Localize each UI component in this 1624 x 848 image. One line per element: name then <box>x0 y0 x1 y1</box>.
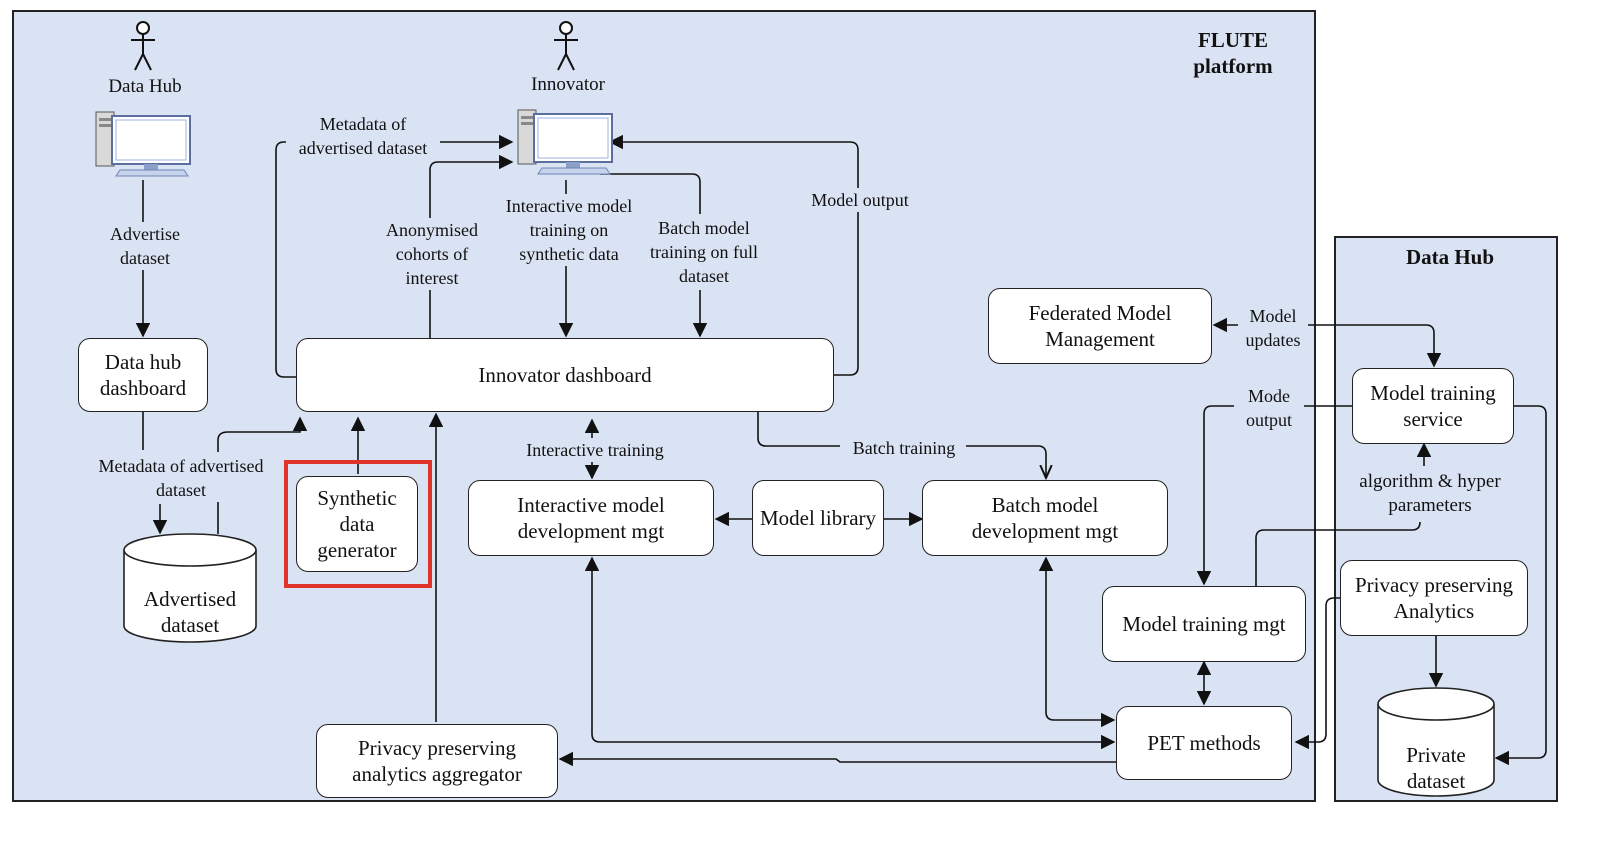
synthetic-data-generator-node: Synthetic data generator <box>296 476 418 572</box>
datahub-dashboard-node: Data hub dashboard <box>78 338 208 412</box>
innovator-actor-label: Innovator <box>520 74 616 96</box>
datahub-panel-title: Data Hub <box>1405 245 1495 269</box>
label-model-updates: Model updates <box>1238 304 1308 352</box>
label-mode-output: Mode output <box>1234 384 1304 432</box>
label-metadata-top: Metadata of advertised dataset <box>286 112 440 160</box>
label-batch-training-full: Batch model training on full dataset <box>644 216 764 288</box>
highlight-box <box>284 460 432 588</box>
datahub-actor-label: Data Hub <box>96 76 194 98</box>
privacy-analytics-aggregator-node: Privacy preserving analytics aggregator <box>316 724 558 798</box>
edge-model-output <box>608 134 859 376</box>
label-advertise-dataset: Advertise dataset <box>100 222 190 270</box>
private-dataset-label: Private dataset <box>1406 743 1466 793</box>
label-interactive-training: Interactive training <box>512 438 678 462</box>
innovator-dashboard-node: Innovator dashboard <box>296 338 834 412</box>
label-interactive-training-synthetic: Interactive model training on synthetic … <box>494 194 644 266</box>
cylinder-private <box>1377 704 1495 797</box>
batch-model-dev-node: Batch model development mgt <box>922 480 1168 556</box>
model-library-node: Model library <box>752 480 884 556</box>
label-batch-training: Batch training <box>842 436 966 460</box>
datahub-actor-icon <box>131 21 155 71</box>
edge-metadata-top <box>275 134 514 378</box>
advertised-dataset-label: Advertised dataset <box>143 587 237 637</box>
model-training-service-node: Model training service <box>1352 368 1514 444</box>
label-anonymised-cohorts: Anonymised cohorts of interest <box>372 218 492 290</box>
edge-anonymised-cohorts <box>429 154 514 218</box>
innovator-computer-icon <box>517 109 613 175</box>
innovator-actor-icon <box>554 21 578 71</box>
label-metadata-bottom: Metadata of advertised dataset <box>96 454 266 502</box>
pet-methods-node: PET methods <box>1116 706 1292 780</box>
model-training-mgt-node: Model training mgt <box>1102 586 1306 662</box>
flute-title: FLUTE platform <box>1193 28 1273 78</box>
privacy-preserving-analytics-node: Privacy preserving Analytics <box>1340 560 1528 636</box>
edge-metadata-bottom <box>217 416 308 452</box>
interactive-model-dev-node: Interactive model development mgt <box>468 480 714 556</box>
label-model-output: Model output <box>800 188 920 212</box>
federated-model-management-node: Federated Model Management <box>988 288 1212 364</box>
datahub-computer-icon <box>95 111 191 177</box>
label-algorithm-hyper: algorithm & hyper parameters <box>1346 470 1514 518</box>
cylinder-advertised <box>123 550 257 643</box>
